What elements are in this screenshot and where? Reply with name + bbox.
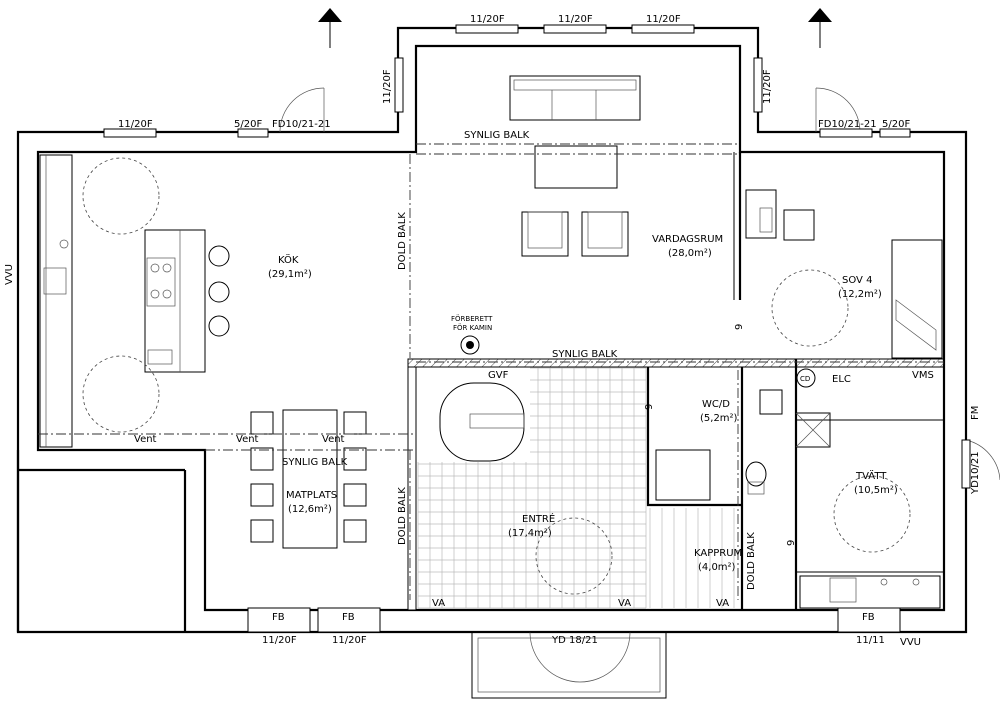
desk-chair	[783, 209, 815, 241]
window-label-side-right: 11/20F	[762, 69, 773, 104]
clearance-circles	[82, 157, 911, 595]
window-label-side-left: 11/20F	[382, 69, 393, 104]
entrance-porch	[471, 631, 667, 699]
armchair-left	[521, 211, 569, 257]
tile-grid	[417, 367, 735, 609]
door-label-bottom: YD 18/21	[551, 635, 598, 646]
beam-labels: SYNLIG BALK SYNLIG BALK SYNLIG BALK DOLD…	[282, 130, 757, 590]
room-labels: KÖK (29,1m²) VARDAGSRUM (28,0m²) SOV 4 (…	[268, 234, 898, 573]
window-label-top-center-1: 11/20F	[470, 14, 505, 25]
room-area-sov4: (12,2m²)	[838, 289, 882, 300]
room-name-kok: KÖK	[278, 253, 299, 266]
label-vvu-bottom: VVU	[900, 637, 921, 648]
room-name-entre: ENTRÉ	[522, 512, 555, 525]
beam-lines	[38, 143, 944, 600]
kitchen-counter	[39, 154, 73, 448]
label-cd: CD	[800, 375, 810, 383]
sink	[759, 389, 783, 415]
label-vvu-left: VVU	[4, 264, 15, 285]
dining-table	[282, 409, 338, 549]
coffee-table	[534, 145, 618, 189]
window-label-bottom-1: 11/20F	[262, 635, 297, 646]
door-label-right: YD10/21	[970, 451, 981, 495]
window-label-top-right-1: 5/20F	[882, 119, 910, 130]
label-nine-3: 9	[786, 540, 797, 546]
window-label-bottom-2: 11/20F	[332, 635, 367, 646]
door-arcs	[279, 87, 1000, 699]
label-gvf: GVF	[488, 370, 509, 381]
beam-label-dold-lower: DOLD BALK	[397, 487, 408, 545]
furniture	[39, 75, 943, 609]
room-name-kapprum: KAPPRUM	[694, 548, 742, 559]
window-label-top-left-2: 5/20F	[234, 119, 262, 130]
room-name-sov4: SOV 4	[842, 275, 872, 286]
room-name-vardagsrum: VARDAGSRUM	[652, 234, 723, 245]
shower-bench	[439, 382, 525, 462]
inner-walls	[407, 152, 945, 611]
label-nine-1: 9	[734, 324, 745, 330]
window-boxes	[103, 24, 971, 633]
label-kamin-2: FÖR KAMIN	[453, 323, 492, 332]
room-area-entre: (17,4m²)	[508, 528, 552, 539]
annotation-labels: VVU VVU Vent Vent Vent GVF ELC VMS CD VA…	[4, 264, 934, 648]
label-vent-3: Vent	[322, 434, 345, 445]
label-va-1: VA	[432, 598, 445, 609]
window-label-top-center-3: 11/20F	[646, 14, 681, 25]
armchair-right	[581, 211, 629, 257]
label-kamin-1: FÖRBERETT	[451, 314, 493, 323]
room-area-wcd: (5,2m²)	[700, 413, 738, 424]
beam-label-dold-right: DOLD BALK	[746, 532, 757, 590]
desk	[745, 189, 777, 239]
window-label-top-center-2: 11/20F	[558, 14, 593, 25]
label-elc: ELC	[832, 374, 851, 385]
window-label-bottom-right: 11/11	[856, 635, 885, 646]
door-label-top-left: FD10/21-21	[272, 119, 331, 130]
room-area-vardagsrum: (28,0m²)	[668, 248, 712, 259]
fireplace-icon	[460, 335, 480, 355]
label-va-2: VA	[618, 598, 631, 609]
room-name-wcd: WC/D	[702, 399, 730, 410]
label-va-3: VA	[716, 598, 729, 609]
beam-label-synlig-mid: SYNLIG BALK	[552, 349, 618, 360]
beam-label-synlig-dining: SYNLIG BALK	[282, 457, 348, 468]
room-area-matplats: (12,6m²)	[288, 504, 332, 515]
label-fm: FM	[970, 406, 981, 420]
window-label-top-left-1: 11/20F	[118, 119, 153, 130]
beam-label-dold-left: DOLD BALK	[397, 212, 408, 270]
label-vent-2: Vent	[236, 434, 259, 445]
door-label-top-right: FD10/21-21	[818, 119, 877, 130]
room-area-kok: (29,1m²)	[268, 269, 312, 280]
label-vent-1: Vent	[134, 434, 157, 445]
window-labels: 11/20F 5/20F FD10/21-21 11/20F 11/20F 11…	[118, 14, 981, 646]
label-vms: VMS	[912, 370, 934, 381]
label-nine-2: 9	[644, 404, 655, 410]
room-area-kapprum: (4,0m²)	[698, 562, 736, 573]
room-name-tvatt: TVÄTT	[855, 469, 887, 482]
beam-label-synlig-top: SYNLIG BALK	[464, 130, 530, 141]
bed	[891, 239, 943, 359]
room-area-tvatt: (10,5m²)	[854, 485, 898, 496]
room-name-matplats: MATPLATS	[286, 490, 337, 501]
sofa	[509, 75, 641, 121]
window-label-fb-2: FB	[342, 612, 355, 623]
kitchen-island	[144, 229, 206, 373]
window-label-fb-3: FB	[862, 612, 875, 623]
window-label-fb-1: FB	[272, 612, 285, 623]
section-markers	[318, 8, 832, 48]
